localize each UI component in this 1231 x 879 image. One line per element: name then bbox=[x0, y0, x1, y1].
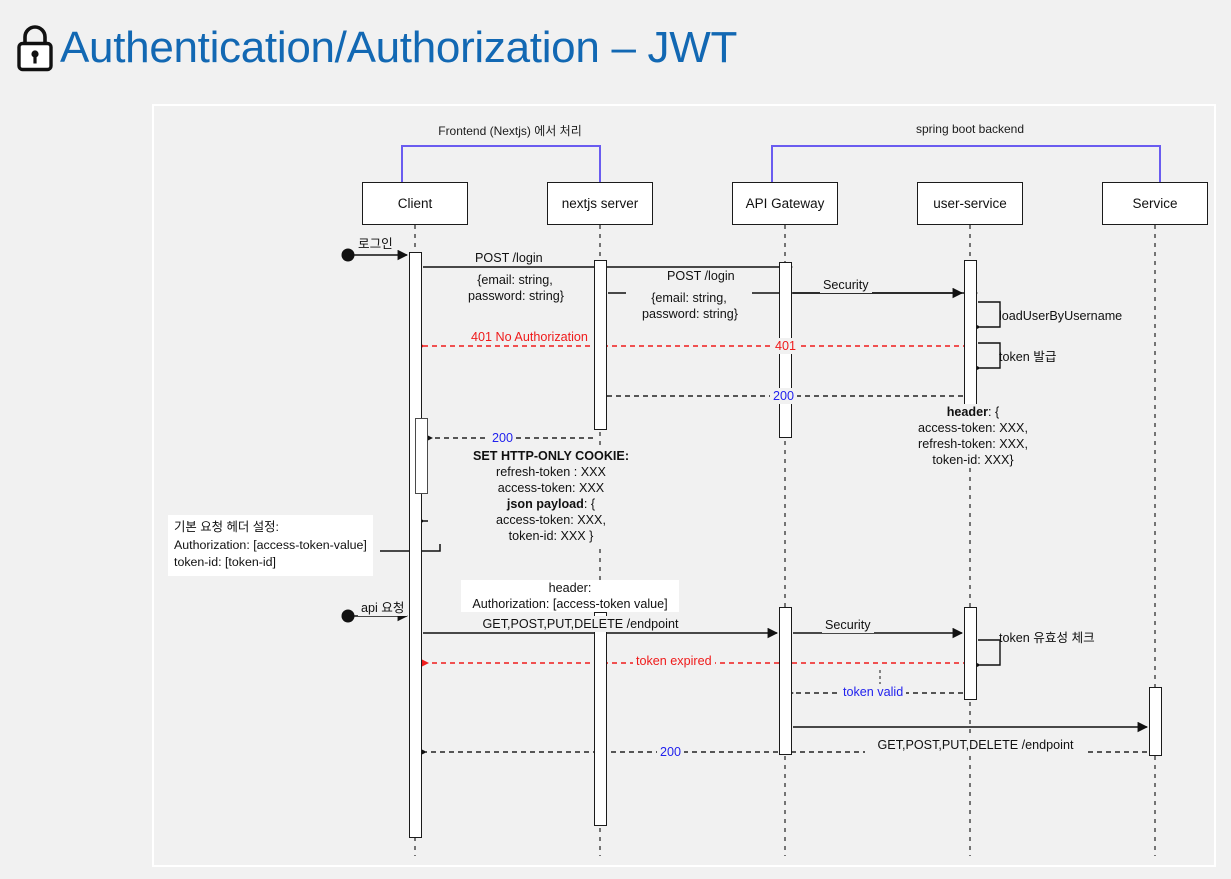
msg-token-expired: token expired bbox=[633, 653, 715, 670]
msg-header-access-token: access-token: XXX, bbox=[848, 420, 1098, 437]
msg-body-1a: {email: string, bbox=[452, 272, 578, 289]
msg-token-valid: token valid bbox=[840, 684, 907, 701]
msg-post-login-1: POST /login bbox=[472, 250, 546, 267]
activation-nextjs-2 bbox=[594, 612, 607, 826]
activation-service bbox=[1149, 687, 1162, 756]
msg-header-block-title: header: { bbox=[848, 404, 1098, 421]
msg-security-2: Security bbox=[822, 617, 874, 634]
lock-icon bbox=[17, 25, 53, 72]
activation-user-service-2 bbox=[964, 607, 977, 700]
msg-api-header-title: header: bbox=[461, 580, 679, 597]
msg-endpoint-1: GET,POST,PUT,DELETE /endpoint bbox=[470, 616, 691, 633]
actor-label: Client bbox=[397, 196, 433, 211]
msg-set-cookie-title: SET HTTP-ONLY COOKIE: bbox=[428, 448, 674, 465]
msg-api-request: api 요청 bbox=[358, 600, 408, 617]
msg-200-final: 200 bbox=[657, 744, 685, 761]
group-label-backend: spring boot backend bbox=[915, 122, 1025, 136]
msg-200-next-client: 200 bbox=[489, 430, 517, 447]
msg-login: 로그인 bbox=[355, 236, 396, 253]
msg-200-user-next: 200 bbox=[770, 388, 798, 405]
json-payload-brace: : { bbox=[583, 497, 596, 511]
page-header: Authentication/Authorization – JWT bbox=[0, 0, 1231, 96]
msg-json-token-id: token-id: XXX } bbox=[428, 528, 674, 545]
actor-label: user-service bbox=[933, 196, 1007, 211]
actor-service[interactable]: Service bbox=[1102, 182, 1208, 225]
msg-security-1: Security bbox=[820, 277, 872, 294]
msg-endpoint-2: GET,POST,PUT,DELETE /endpoint bbox=[865, 737, 1086, 754]
msg-post-login-2: POST /login bbox=[664, 268, 738, 285]
header-brace: : { bbox=[988, 405, 1000, 419]
msg-header-token-id: token-id: XXX} bbox=[848, 452, 1098, 469]
page-title: Authentication/Authorization – JWT bbox=[60, 23, 738, 72]
json-payload-bold-label: json payload bbox=[506, 497, 584, 511]
msg-header-refresh-token: refresh-token: XXX, bbox=[848, 436, 1098, 453]
msg-json-access-token: access-token: XXX, bbox=[428, 512, 674, 529]
note-line-3: token-id: [token-id] bbox=[174, 555, 276, 570]
actor-label: nextjs server bbox=[561, 196, 639, 211]
msg-body-2b: password: string} bbox=[622, 306, 758, 323]
msg-api-authorization: Authorization: [access-token value] bbox=[461, 596, 679, 613]
activation-client-main bbox=[409, 252, 422, 838]
header-bold-label: header bbox=[946, 405, 989, 419]
msg-cookie-refresh-token: refresh-token : XXX bbox=[428, 464, 674, 481]
note-default-request-header: 기본 요청 헤더 설정: Authorization: [access-toke… bbox=[168, 515, 373, 576]
msg-cookie-access-token: access-token: XXX bbox=[428, 480, 674, 497]
msg-body-1b: password: string} bbox=[448, 288, 584, 305]
msg-json-payload-title: json payload: { bbox=[428, 496, 674, 513]
note-line-1: 기본 요청 헤더 설정: bbox=[174, 520, 279, 534]
activation-user-service-1 bbox=[964, 260, 977, 426]
actor-user-service[interactable]: user-service bbox=[917, 182, 1023, 225]
actor-client[interactable]: Client bbox=[362, 182, 468, 225]
activation-nextjs-1 bbox=[594, 260, 607, 430]
note-line-2: Authorization: [access-token-value] bbox=[174, 537, 367, 552]
actor-api-gateway[interactable]: API Gateway bbox=[732, 182, 838, 225]
actor-label: Service bbox=[1132, 196, 1178, 211]
activation-gateway-2 bbox=[779, 607, 792, 755]
msg-body-2a: {email: string, bbox=[626, 290, 752, 307]
activation-client-nested bbox=[415, 418, 428, 494]
group-label-frontend: Frontend (Nextjs) 에서 처리 bbox=[438, 124, 582, 138]
msg-load-user: loadUserByUsername bbox=[999, 309, 1123, 323]
msg-401-short: 401 bbox=[772, 338, 800, 355]
msg-token-issue: token 발급 bbox=[999, 350, 1057, 364]
msg-token-validity: token 유효성 체크 bbox=[999, 631, 1095, 645]
actor-label: API Gateway bbox=[745, 196, 825, 211]
actor-nextjs-server[interactable]: nextjs server bbox=[547, 182, 653, 225]
msg-401-full: 401 No Authorization bbox=[468, 329, 591, 346]
